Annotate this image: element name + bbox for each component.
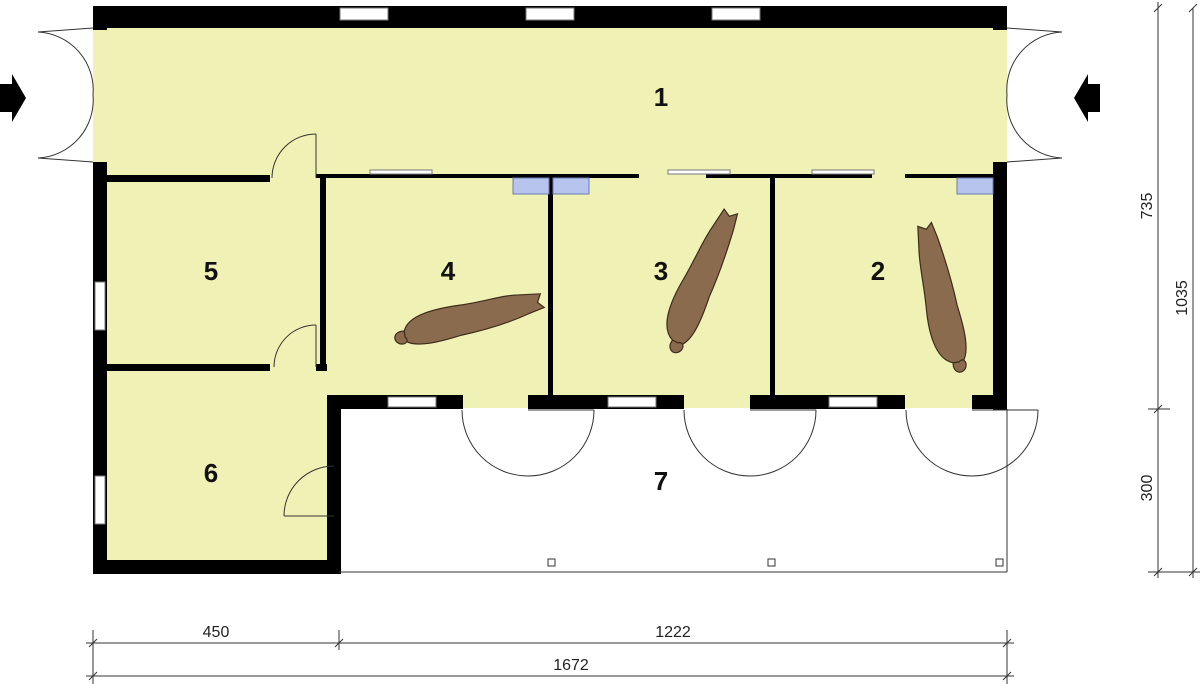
room-label-6: 6 [204,458,218,488]
door-icon [905,409,1039,477]
partition-1-5 [107,175,270,182]
feeder-icon [956,177,994,195]
horse-icon [666,207,739,354]
window-icon [387,396,437,408]
partition-1-4 [316,174,478,178]
west-wall [93,162,107,574]
stall-grille-4 [369,169,433,175]
room-label-1: 1 [654,82,668,112]
west-wall-top [93,6,107,30]
dim-width-right: 1222 [655,624,691,641]
window-icon [94,281,106,331]
partition-3-2 [770,174,775,396]
vertical-dimensions: 735 300 1035 [1139,2,1200,578]
east-wall [993,162,1007,410]
south-wall-left [93,560,339,574]
column-icon [995,558,1004,567]
door-icon [461,409,595,477]
doors [37,27,1063,517]
partition-1-2 [706,174,872,178]
room-label-2: 2 [871,256,885,286]
room-label-5: 5 [204,256,218,286]
stall-grille-3 [667,169,731,175]
column-icon [547,558,556,567]
stall-grille-2 [811,169,875,175]
column-icon [767,558,776,567]
window-icon [339,7,389,21]
feeder-icon [512,177,550,195]
partition-1-2b [905,174,1001,178]
dim-width-total: 1672 [553,657,589,674]
east-south-wall [972,395,1007,409]
door-icon [271,133,317,179]
window-icon [828,396,878,408]
stall3-south-wall [528,395,684,409]
door-icon [1006,27,1063,163]
entrance-arrow-icon [1074,74,1100,122]
room-label-3: 3 [654,256,668,286]
stalls-floor [320,174,1007,408]
horse-icon [394,293,546,345]
dim-width-left: 450 [203,624,230,641]
window-icon [607,396,657,408]
door-icon [37,27,94,163]
horizontal-dimensions: 450 1222 1672 [86,624,1014,684]
room-1-floor [93,8,1007,174]
inner-corner-wall [327,395,341,574]
partition-5-4 [320,174,326,366]
dim-depth-main: 735 [1139,193,1156,220]
window-icon [525,7,575,21]
partition-4-3 [548,174,553,396]
entrance-arrow-icon [0,74,26,122]
room-label-7: 7 [654,466,668,496]
window-icon [94,475,106,525]
door-icon [273,324,317,368]
windows [94,7,878,525]
dim-depth-porch: 300 [1139,475,1156,502]
room-label-4: 4 [441,256,456,286]
feeder-icon [552,177,590,195]
stall2-south-wall [750,395,905,409]
porch [339,409,1008,573]
floor-fills [93,8,1007,572]
rooms-5-6-floor [93,174,336,572]
door-icon [683,409,817,477]
door-icon [283,465,335,517]
walls [93,6,1007,574]
horse-icon [917,221,967,373]
partition-5-6-stub [316,364,327,371]
feeders [512,177,994,195]
window-icon [711,7,761,21]
partition-5-6 [107,364,270,371]
dim-depth-total: 1035 [1174,280,1191,316]
east-wall-top [993,6,1007,30]
